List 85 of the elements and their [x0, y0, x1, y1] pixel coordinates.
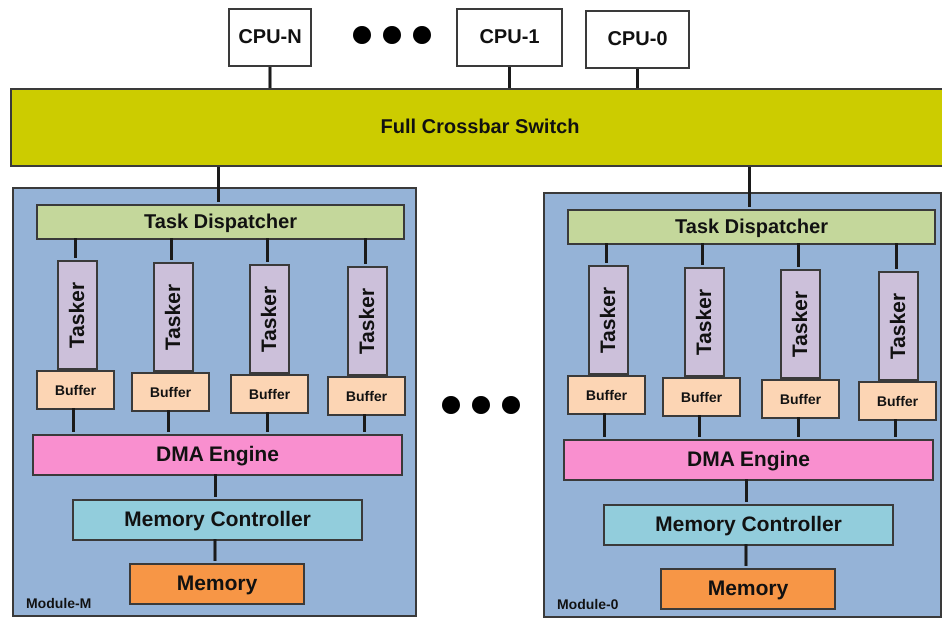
tasker-box — [249, 264, 290, 374]
box-label: Tasker — [596, 286, 620, 354]
dispatcher-box — [36, 204, 405, 240]
connector-line — [895, 243, 898, 269]
tasker-box — [878, 271, 919, 381]
connector-line — [266, 412, 269, 432]
box-label: CPU-1 — [479, 26, 540, 49]
cpu-box — [228, 8, 312, 67]
dma-engine-box — [32, 434, 403, 476]
box-label: Buffer — [346, 388, 388, 404]
connector-line — [266, 238, 269, 262]
tasker-box — [347, 266, 388, 376]
box-label: Tasker — [692, 288, 716, 356]
buffer-box — [662, 377, 741, 417]
cpu-box — [585, 10, 690, 69]
tasker-box — [588, 265, 629, 375]
box-label: Tasker — [886, 292, 910, 360]
dispatcher-box — [567, 209, 936, 245]
connector-line — [603, 413, 606, 437]
box-label: Buffer — [876, 393, 918, 409]
box-label: Buffer — [150, 384, 192, 400]
buffer-box — [230, 374, 309, 414]
connector-line — [698, 415, 701, 437]
buffer-box — [567, 375, 646, 415]
box-label: Tasker — [788, 290, 812, 358]
memory-box — [129, 563, 305, 605]
box-label: CPU-N — [238, 26, 302, 49]
box-label: Buffer — [54, 382, 96, 398]
connector-line — [636, 69, 639, 88]
module-label: Module-0 — [557, 596, 618, 612]
tasker-box — [684, 267, 725, 377]
memory-controller-box — [72, 499, 363, 541]
connector-line — [797, 243, 800, 267]
box-label: Buffer — [586, 387, 628, 403]
connector-line — [217, 167, 220, 202]
connector-line — [605, 243, 608, 263]
box-label: CPU-0 — [607, 28, 668, 51]
box-label: Tasker — [258, 286, 282, 352]
box-label: Task Dispatcher — [144, 210, 298, 234]
box-label: DMA Engine — [687, 448, 810, 472]
box-label: DMA Engine — [156, 443, 279, 467]
box-label: Tasker — [162, 284, 186, 350]
box-label: Full Crossbar Switch — [380, 116, 580, 139]
connector-line — [701, 243, 704, 265]
connector-line — [268, 67, 272, 88]
box-label: Memory — [708, 577, 788, 601]
connector-line — [170, 238, 173, 260]
cpu-box — [456, 8, 563, 67]
box-label: Memory Controller — [655, 513, 842, 537]
crossbar-switch-bar — [10, 88, 942, 167]
connector-line — [363, 414, 366, 432]
buffer-box — [761, 379, 840, 419]
connector-line — [745, 479, 748, 502]
memory-box — [660, 568, 836, 610]
connector-line — [72, 408, 75, 432]
module-panel — [12, 187, 417, 617]
memory-controller-box — [603, 504, 894, 546]
box-label: Tasker — [66, 282, 90, 348]
box-label: Task Dispatcher — [674, 216, 828, 238]
buffer-box — [131, 372, 210, 412]
box-label: Buffer — [680, 389, 722, 405]
connector-line — [74, 238, 77, 258]
dma-engine-box — [563, 439, 934, 481]
buffer-box — [858, 381, 937, 421]
module-panel — [543, 192, 942, 618]
box-label: Buffer — [248, 386, 290, 402]
connector-line — [167, 410, 170, 432]
connector-line — [797, 417, 800, 437]
connector-line — [364, 238, 367, 264]
module-label: Module-M — [26, 595, 92, 611]
box-label: Tasker — [356, 288, 380, 354]
tasker-box — [57, 260, 98, 370]
buffer-box — [327, 376, 406, 416]
connector-line — [894, 419, 897, 437]
connector-line — [214, 539, 216, 561]
buffer-box — [36, 370, 115, 410]
connector-line — [508, 67, 511, 88]
tasker-box — [153, 262, 194, 372]
connector-line — [214, 474, 217, 497]
box-label: Memory Controller — [124, 508, 311, 532]
tasker-box — [780, 269, 821, 379]
box-label: Memory — [176, 572, 258, 596]
box-label: Buffer — [780, 391, 822, 407]
connector-line — [748, 167, 751, 207]
connector-line — [744, 544, 748, 566]
